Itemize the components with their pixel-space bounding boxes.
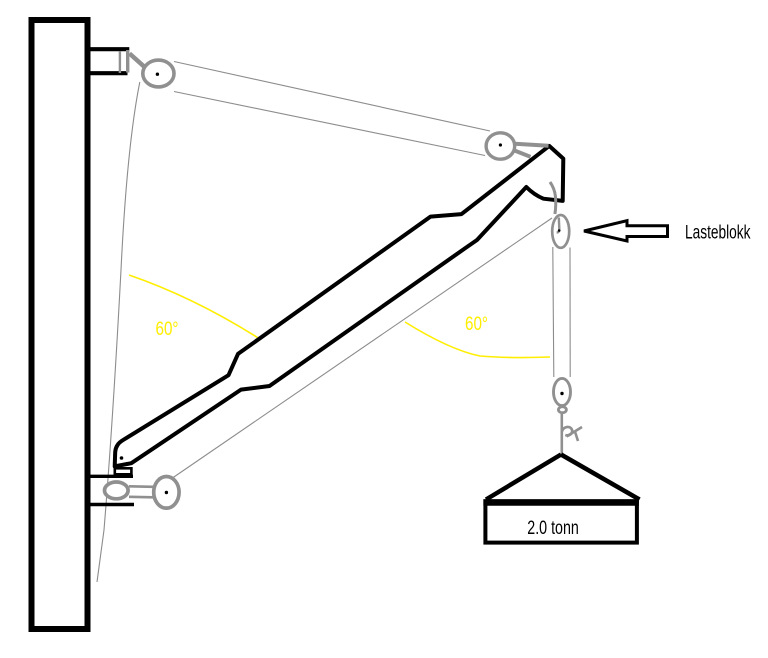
svg-text:60°: 60° [465,314,488,335]
svg-text:Lasteblokk: Lasteblokk [685,222,751,243]
svg-text:2.0 tonn: 2.0 tonn [527,518,579,539]
svg-text:60°: 60° [156,319,179,340]
